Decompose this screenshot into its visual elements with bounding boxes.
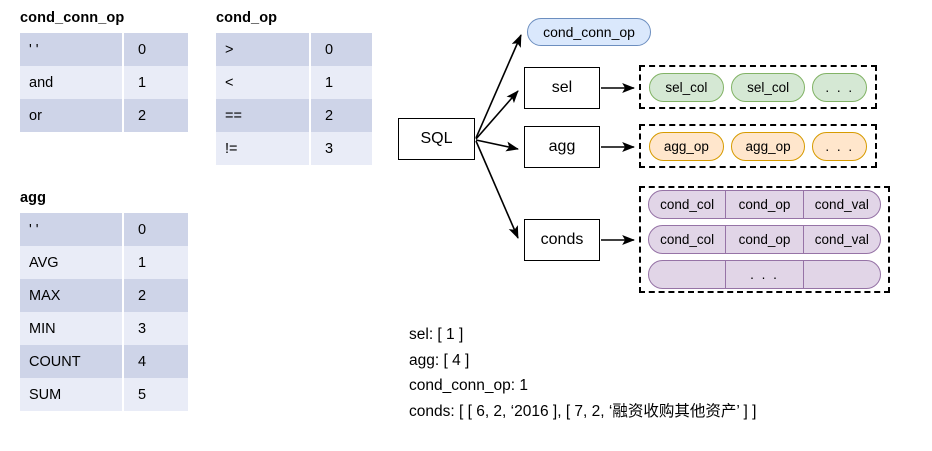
chip-agg-op[interactable]: agg_op <box>649 131 724 161</box>
lookup-table-cond-op: cond_op > 0 < 1 == 2 != 3 <box>216 10 372 165</box>
caption-line-conds: conds: [ [ 6, 2, ‘2016 ], [ 7, 2, ‘融资收购其… <box>409 402 757 420</box>
table-cell-value: 1 <box>123 246 188 279</box>
table-row: != 3 <box>216 132 372 165</box>
table-row: ' ' 0 <box>20 213 188 246</box>
node-conds[interactable]: conds <box>524 219 600 261</box>
table-cell-value: 2 <box>123 279 188 312</box>
table-cell-key: MIN <box>20 312 124 345</box>
table-cell-key: MAX <box>20 279 124 312</box>
table-cell-key: == <box>216 99 311 132</box>
lookup-table-agg: agg ' ' 0 AVG 1 MAX 2 MIN 3 <box>20 190 188 411</box>
table-cell-key: or <box>20 99 124 132</box>
cond-op-cell: cond_op <box>726 226 804 253</box>
table-cell-value: 2 <box>123 99 188 132</box>
table-cell-value: 1 <box>123 66 188 99</box>
node-cond-conn-op[interactable]: cond_conn_op <box>527 18 651 46</box>
node-agg[interactable]: agg <box>524 126 600 168</box>
table-body: ' ' 0 and 1 or 2 <box>20 33 188 132</box>
table-cell-value: 4 <box>123 345 188 378</box>
node-sql[interactable]: SQL <box>398 118 475 160</box>
group-sel-columns: sel_col sel_col . . . <box>639 65 877 109</box>
group-conditions: cond_col cond_op cond_val cond_col cond_… <box>639 186 890 293</box>
table-cell-key: ' ' <box>20 33 124 66</box>
cond-col-cell: cond_col <box>649 226 727 253</box>
table-cell-value: 0 <box>310 33 372 66</box>
table-cell-key: COUNT <box>20 345 124 378</box>
condition-row-ellipsis: . . . <box>648 260 881 289</box>
caption-line-sel: sel: [ 1 ] <box>409 326 464 343</box>
table-cell-key: AVG <box>20 246 124 279</box>
cond-col-cell <box>649 261 727 288</box>
lookup-table-cond-conn-op: cond_conn_op ' ' 0 and 1 or 2 <box>20 10 188 132</box>
table-cell-key: and <box>20 66 124 99</box>
table-cell-key: ' ' <box>20 213 124 246</box>
table-row: SUM 5 <box>20 378 188 411</box>
table-cell-value: 3 <box>310 132 372 165</box>
table-cell-key: SUM <box>20 378 124 411</box>
cond-val-cell: cond_val <box>814 232 869 247</box>
caption-line-agg: agg: [ 4 ] <box>409 351 470 369</box>
table-row: == 2 <box>216 99 372 132</box>
table-body: ' ' 0 AVG 1 MAX 2 MIN 3 COUNT 4 <box>20 213 188 411</box>
table-row: < 1 <box>216 66 372 99</box>
chip-sel-ellipsis: . . . <box>812 72 867 102</box>
cond-col-cell: cond_col <box>649 191 727 218</box>
table-body: > 0 < 1 == 2 != 3 <box>216 33 372 165</box>
cond-ellipsis-cell: . . . <box>726 261 804 288</box>
table-row: AVG 1 <box>20 246 188 279</box>
cond-val-cell: cond_val <box>814 197 869 212</box>
chip-sel-col[interactable]: sel_col <box>730 72 806 102</box>
chip-agg-op[interactable]: agg_op <box>730 131 806 161</box>
example-values-caption: sel: [ 1 ] agg: [ 4 ] cond_conn_op: 1 co… <box>409 322 756 424</box>
condition-row[interactable]: cond_col cond_op cond_val <box>648 225 881 254</box>
cond-op-cell: cond_op <box>726 191 804 218</box>
node-sel[interactable]: sel <box>524 67 600 109</box>
table-row: > 0 <box>216 33 372 66</box>
table-cell-value: 0 <box>123 33 188 66</box>
table-row: COUNT 4 <box>20 345 188 378</box>
table-title: cond_conn_op <box>20 10 125 26</box>
group-agg-ops: agg_op agg_op . . . <box>639 124 877 168</box>
table-row: MAX 2 <box>20 279 188 312</box>
table-cell-value: 1 <box>310 66 372 99</box>
cond-val-cell <box>804 261 880 288</box>
table-cell-value: 3 <box>123 312 188 345</box>
table-title: agg <box>20 190 47 206</box>
table-cell-value: 2 <box>310 99 372 132</box>
table-cell-key: != <box>216 132 311 165</box>
table-row: ' ' 0 <box>20 33 188 66</box>
table-cell-key: > <box>216 33 311 66</box>
table-row: MIN 3 <box>20 312 188 345</box>
table-row: or 2 <box>20 99 188 132</box>
table-cell-value: 0 <box>123 213 188 246</box>
table-title: cond_op <box>216 10 278 26</box>
chip-agg-ellipsis: . . . <box>812 131 867 161</box>
chip-sel-col[interactable]: sel_col <box>649 72 724 102</box>
table-cell-key: < <box>216 66 311 99</box>
table-cell-value: 5 <box>123 378 188 411</box>
condition-row[interactable]: cond_col cond_op cond_val <box>648 190 881 219</box>
table-row: and 1 <box>20 66 188 99</box>
caption-line-cond-conn-op: cond_conn_op: 1 <box>409 377 528 394</box>
